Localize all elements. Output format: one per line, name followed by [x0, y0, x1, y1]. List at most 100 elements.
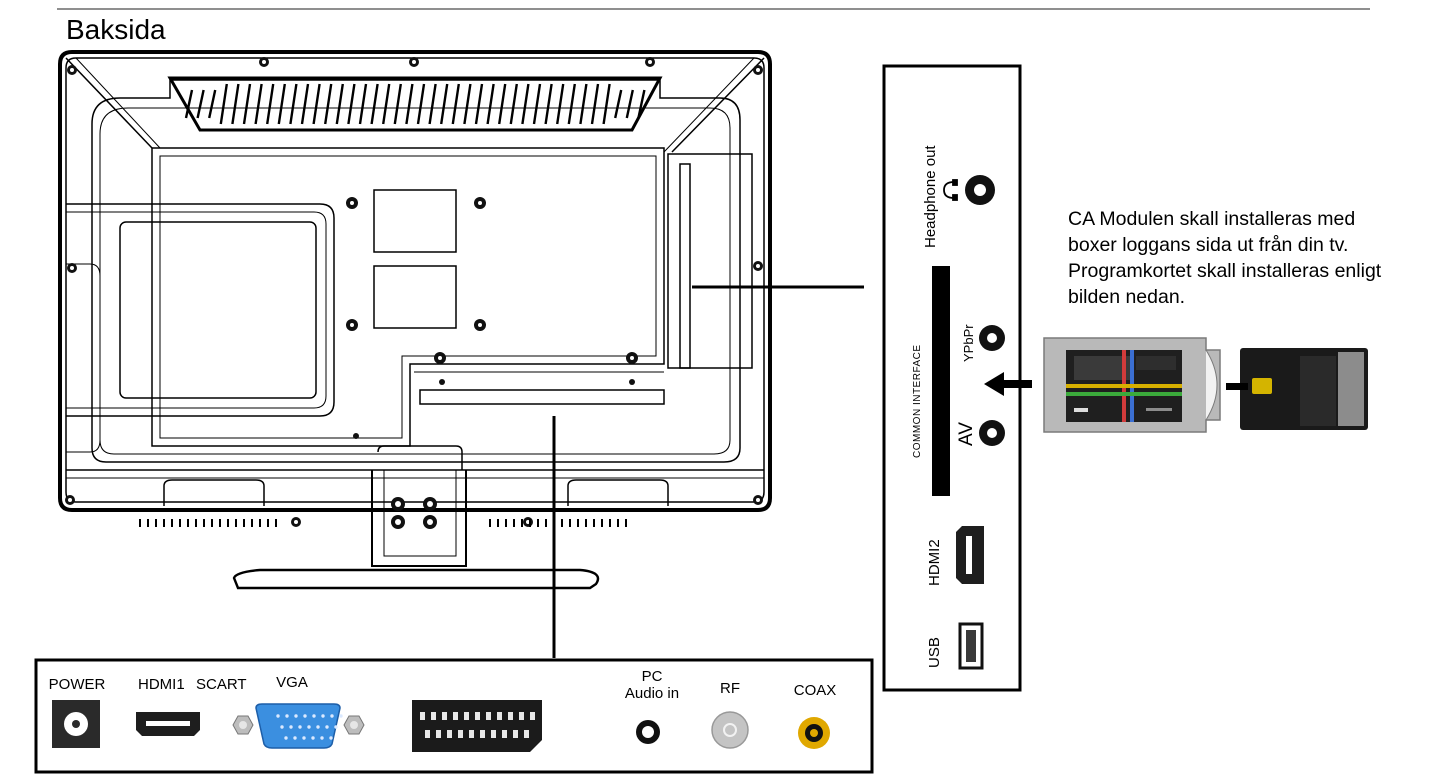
vent-slat [556, 83, 565, 125]
ypbpr-label: YPbPr [961, 324, 976, 362]
vent-slat [266, 83, 275, 125]
coax-label: COAX [793, 682, 837, 699]
vent-slat [393, 83, 402, 125]
scart-pin [480, 730, 485, 738]
vent-slat [637, 89, 646, 119]
vent-slat [184, 89, 194, 119]
screw-center [350, 201, 354, 205]
ca-note-line-1: CA Modulen skall installeras med [1068, 208, 1356, 230]
vga-port-icon [255, 703, 343, 749]
vent-slat [509, 83, 518, 125]
vent-slat [347, 83, 356, 125]
vent-slat [231, 83, 240, 125]
vga-pin [285, 714, 289, 718]
vga-pin [289, 725, 293, 729]
vga-pin [298, 725, 302, 729]
av-label: AV [956, 422, 977, 446]
vent-slat [590, 83, 600, 125]
vga-pin [303, 714, 307, 718]
tv-back-illustration [58, 50, 772, 590]
scart-pin [497, 712, 502, 720]
vent-slat [405, 83, 414, 125]
common-interface-label: COMMON INTERFACE [912, 344, 923, 458]
screw [629, 379, 635, 385]
vent-slat [382, 83, 391, 125]
usb-label: USB [926, 637, 943, 668]
screw-center [68, 498, 72, 502]
vga-pin [339, 714, 343, 718]
screw-center [756, 498, 760, 502]
vent-slat [370, 83, 379, 125]
scart-pin [524, 730, 529, 738]
vent-slat [324, 83, 333, 125]
vga-pin [284, 736, 288, 740]
hdmi1-port-icon [136, 712, 200, 736]
screw-center [350, 323, 354, 327]
scart-pin [447, 730, 452, 738]
vent-slat [474, 83, 484, 125]
vga-pin [334, 725, 338, 729]
vga-pin [311, 736, 315, 740]
vent-slat [358, 83, 368, 125]
vent-slat [451, 83, 460, 125]
vga-pin [302, 736, 306, 740]
ca-note-line-4: bilden nedan. [1068, 286, 1186, 308]
vent-slat [625, 89, 634, 119]
page-title: Baksida [66, 14, 166, 45]
smart-card-illustration [1226, 348, 1368, 430]
vent-slat [335, 83, 344, 125]
screw-center [70, 266, 74, 270]
screw-center [756, 264, 760, 268]
vga-pin [276, 714, 280, 718]
vent-slat [532, 83, 542, 125]
vga-pin [320, 736, 324, 740]
scart-pin [513, 730, 518, 738]
screw-center [262, 60, 266, 64]
hdmi1-label: HDMI1 [138, 676, 185, 693]
vga-right-screw-icon [343, 715, 365, 735]
hdmi2-label: HDMI2 [926, 539, 943, 586]
stand-bolt-center [427, 519, 433, 525]
headphone-glyph-icon [943, 179, 958, 201]
ypbpr-jack-icon [979, 325, 1005, 351]
vent-slat [463, 83, 472, 125]
ca-module-instructions: CA Modulen skall installeras med boxer l… [1068, 206, 1438, 310]
vga-label: VGA [276, 674, 308, 691]
scart-pin [475, 712, 480, 720]
scart-pin [431, 712, 436, 720]
rf-coax-icon [711, 711, 749, 749]
scart-pin [420, 712, 425, 720]
rf-label: RF [720, 680, 740, 697]
scart-port-left-screw-icon [232, 715, 254, 735]
scart-pin [519, 712, 524, 720]
screw-center [70, 68, 74, 72]
vent-slat [614, 89, 623, 119]
scart-pin [469, 730, 474, 738]
scart-pin [530, 712, 535, 720]
stand-bolt-center [427, 501, 433, 507]
hdmi2-port-icon [956, 526, 984, 584]
vga-pin [307, 725, 311, 729]
vent-slat [416, 83, 426, 125]
common-interface-slot [932, 266, 950, 496]
vga-pin [280, 725, 284, 729]
vent-slat [219, 83, 228, 125]
scart-pin [442, 712, 447, 720]
stand-bolt-center [395, 519, 401, 525]
screw-center [438, 356, 442, 360]
vent-slat [254, 83, 263, 125]
vent-slat [312, 83, 321, 125]
usb-port-icon [958, 622, 984, 670]
vga-pin [316, 725, 320, 729]
vent-slat [544, 83, 553, 125]
vent-slat [498, 83, 507, 125]
ca-note-line-3: Programkortet skall installeras enligt [1068, 260, 1382, 282]
screw-center [294, 520, 298, 524]
headphone-jack-icon [965, 175, 995, 205]
vga-pin [294, 714, 298, 718]
scart-label: SCART [196, 676, 247, 693]
vent-slat [486, 83, 495, 125]
screw-center [478, 201, 482, 205]
scart-pin [436, 730, 441, 738]
